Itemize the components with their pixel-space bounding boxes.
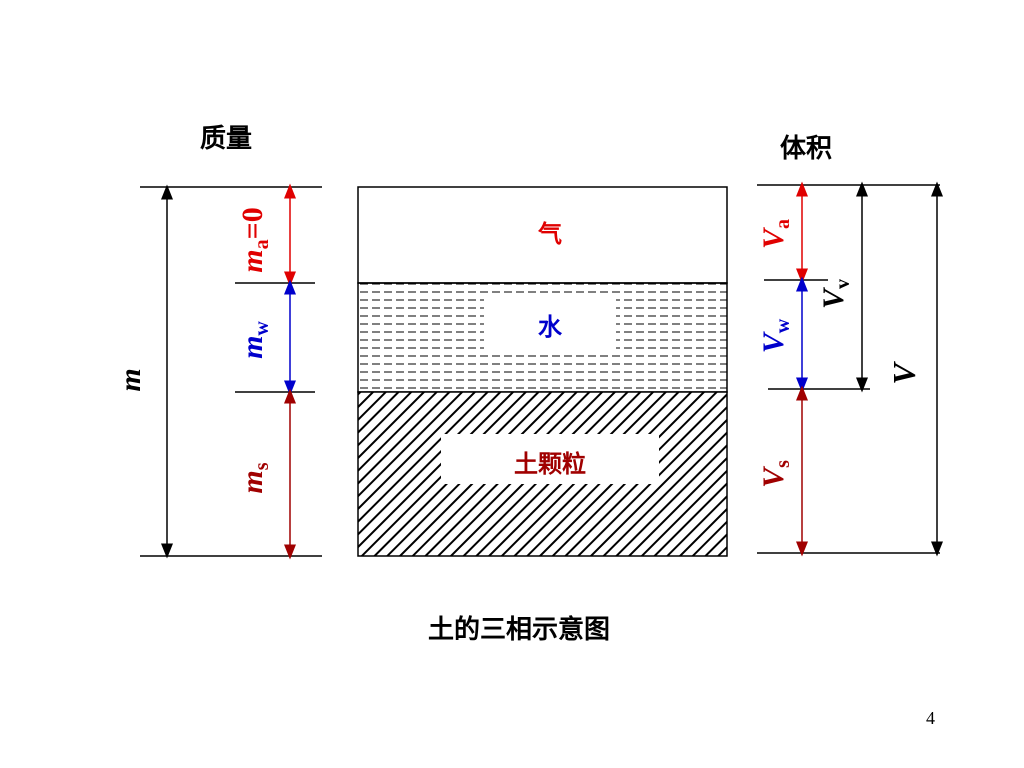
diagram-caption: 土的三相示意图 xyxy=(428,615,611,645)
page-number: 4 xyxy=(926,708,935,728)
mass-heading: 质量 xyxy=(200,124,253,154)
water-label-bg xyxy=(484,296,616,349)
mass-water-label: mw xyxy=(236,321,273,359)
mass-air-label: ma=0 xyxy=(236,207,273,272)
volume-water-label: Vw xyxy=(757,318,794,353)
volume-solid-label: Vs xyxy=(757,460,794,488)
solid-label-bg xyxy=(441,434,659,484)
air-phase-label: 气 xyxy=(538,220,562,248)
solid-phase-label: 土颗粒 xyxy=(514,450,586,478)
volume-total-label: V xyxy=(886,361,922,385)
volume-heading: 体积 xyxy=(780,134,833,164)
water-phase-label: 水 xyxy=(538,313,562,341)
volume-void-label: Vv xyxy=(817,279,854,309)
mass-solid-label: ms xyxy=(236,462,273,493)
mass-total-label: m xyxy=(114,368,147,391)
volume-air-label: Va xyxy=(757,219,794,249)
